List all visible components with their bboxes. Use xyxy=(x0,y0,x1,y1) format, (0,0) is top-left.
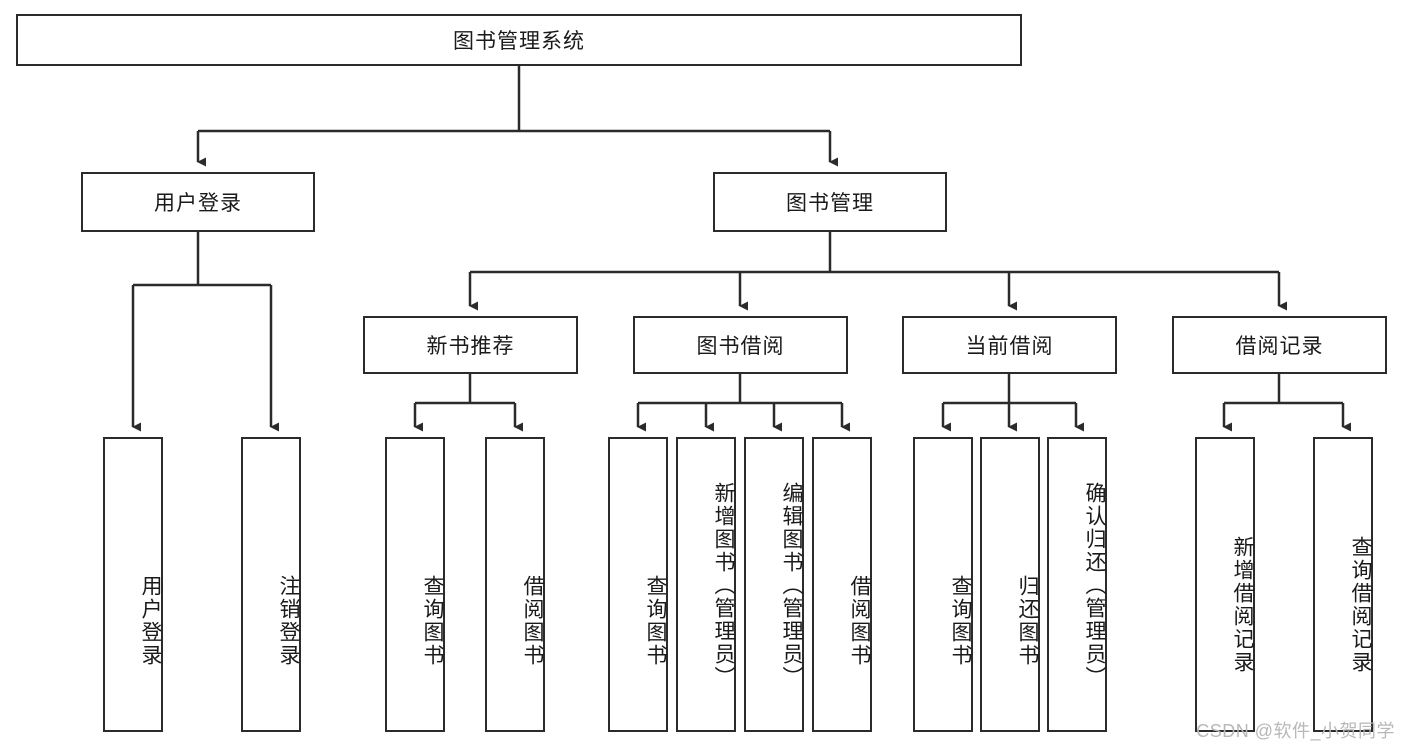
leaf-query-borrow-record-label: 查询借阅记录 xyxy=(1349,535,1372,674)
leaf-borrow-book-1[interactable]: 借阅图书 xyxy=(485,437,545,732)
node-book-management[interactable]: 图书管理 xyxy=(713,172,947,232)
leaf-add-borrow-record-label: 新增借阅记录 xyxy=(1231,535,1254,674)
leaf-query-borrow-record[interactable]: 查询借阅记录 xyxy=(1313,437,1373,732)
node-book-borrow-label: 图书借阅 xyxy=(696,335,785,358)
leaf-add-book-admin-label: 新增图书（管理员） xyxy=(712,482,735,689)
leaf-borrow-book-2[interactable]: 借阅图书 xyxy=(812,437,872,732)
leaf-query-book-1[interactable]: 查询图书 xyxy=(385,437,445,732)
node-borrow-record[interactable]: 借阅记录 xyxy=(1172,316,1387,374)
node-book-borrow[interactable]: 图书借阅 xyxy=(633,316,848,374)
node-current-borrow[interactable]: 当前借阅 xyxy=(902,316,1117,374)
leaf-add-borrow-record[interactable]: 新增借阅记录 xyxy=(1195,437,1255,732)
node-root[interactable]: 图书管理系统 xyxy=(16,14,1022,66)
leaf-query-book-2[interactable]: 查询图书 xyxy=(608,437,668,732)
leaf-user-logout[interactable]: 注销登录 xyxy=(241,437,301,732)
leaf-query-book-2-label: 查询图书 xyxy=(644,574,667,667)
node-current-borrow-label: 当前借阅 xyxy=(965,335,1054,358)
node-root-label: 图书管理系统 xyxy=(453,30,585,53)
node-user-login[interactable]: 用户登录 xyxy=(81,172,315,232)
leaf-query-book-3[interactable]: 查询图书 xyxy=(913,437,973,732)
leaf-borrow-book-2-label: 借阅图书 xyxy=(848,574,871,667)
leaf-confirm-return-admin[interactable]: 确认归还（管理员） xyxy=(1047,437,1107,732)
leaf-query-book-3-label: 查询图书 xyxy=(949,574,972,667)
node-user-login-label: 用户登录 xyxy=(154,192,242,215)
node-new-book-recommend-label: 新书推荐 xyxy=(426,335,515,358)
leaf-user-login[interactable]: 用户登录 xyxy=(103,437,163,732)
node-new-book-recommend[interactable]: 新书推荐 xyxy=(363,316,578,374)
leaf-edit-book-admin-label: 编辑图书（管理员） xyxy=(780,482,803,689)
leaf-return-book-label: 归还图书 xyxy=(1016,574,1039,667)
leaf-borrow-book-1-label: 借阅图书 xyxy=(521,574,544,667)
leaf-add-book-admin[interactable]: 新增图书（管理员） xyxy=(676,437,736,732)
node-borrow-record-label: 借阅记录 xyxy=(1235,335,1324,358)
leaf-confirm-return-admin-label: 确认归还（管理员） xyxy=(1083,482,1106,689)
leaf-query-book-1-label: 查询图书 xyxy=(421,574,444,667)
node-book-management-label: 图书管理 xyxy=(786,192,874,215)
leaf-return-book[interactable]: 归还图书 xyxy=(980,437,1040,732)
leaf-edit-book-admin[interactable]: 编辑图书（管理员） xyxy=(744,437,804,732)
leaf-user-login-label: 用户登录 xyxy=(139,574,162,667)
leaf-user-logout-label: 注销登录 xyxy=(277,574,300,667)
